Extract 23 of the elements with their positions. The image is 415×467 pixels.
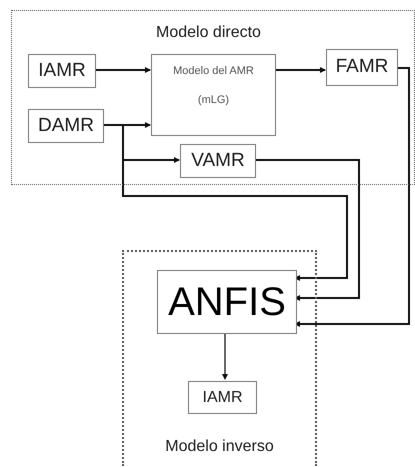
arrow [95,67,151,73]
group-frame [11,10,415,185]
process-box [180,144,256,178]
arrow [222,332,228,380]
arrow [275,67,326,73]
group-frame [122,250,317,466]
process-box [188,381,257,414]
arrow [255,159,360,301]
box-label: (mLG) [198,92,230,108]
box-label: ANFIS [168,282,286,322]
process-box [157,270,297,334]
group-title: Modelo inverso [165,438,274,455]
process-box [28,109,104,143]
box-label: DAMR [38,114,94,138]
model-box [151,54,276,136]
box-label: Modelo del AMR [173,64,254,79]
group-title: Modelo directo [156,24,261,41]
process-box [326,49,398,86]
box-label: IAMR [202,388,242,408]
process-box [28,54,96,88]
box-label: FAMR [336,55,388,80]
box-label: IAMR [38,58,86,83]
box-label: VAMR [191,148,245,173]
